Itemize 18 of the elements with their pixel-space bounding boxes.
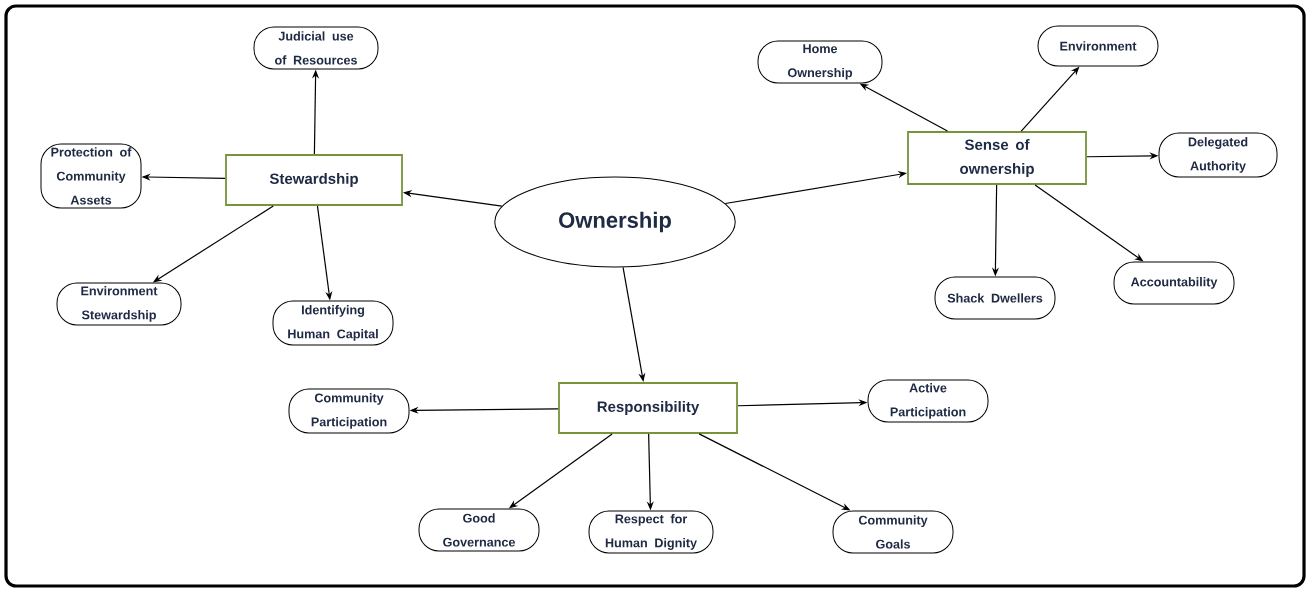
rounded-box: Protection of Community Assets <box>40 143 142 209</box>
rounded-box: Environment Stewardship <box>56 282 182 326</box>
rounded-box: Respect for Human Dignity <box>588 510 714 554</box>
rounded-box: Home Ownership <box>757 40 883 84</box>
rounded-box: Community Participation <box>288 388 410 434</box>
rounded-box: Accountability <box>1113 261 1235 305</box>
rounded-box: Delegated Authority <box>1158 132 1278 178</box>
rounded-box: Identifying Human Capital <box>272 300 394 346</box>
rounded-box: Environment <box>1037 25 1159 67</box>
rounded-box: Community Goals <box>832 510 954 554</box>
category-box: Sense of ownership <box>907 131 1087 185</box>
rounded-box: Shack Dwellers <box>934 276 1056 320</box>
rounded-box: Active Participation <box>867 379 989 423</box>
rounded-box: Judicial use of Resources <box>253 26 379 70</box>
category-box: Responsibility <box>558 382 738 434</box>
oval: Ownership <box>494 176 736 268</box>
category-box: Stewardship <box>225 154 403 206</box>
rounded-box: Good Governance <box>418 508 540 552</box>
